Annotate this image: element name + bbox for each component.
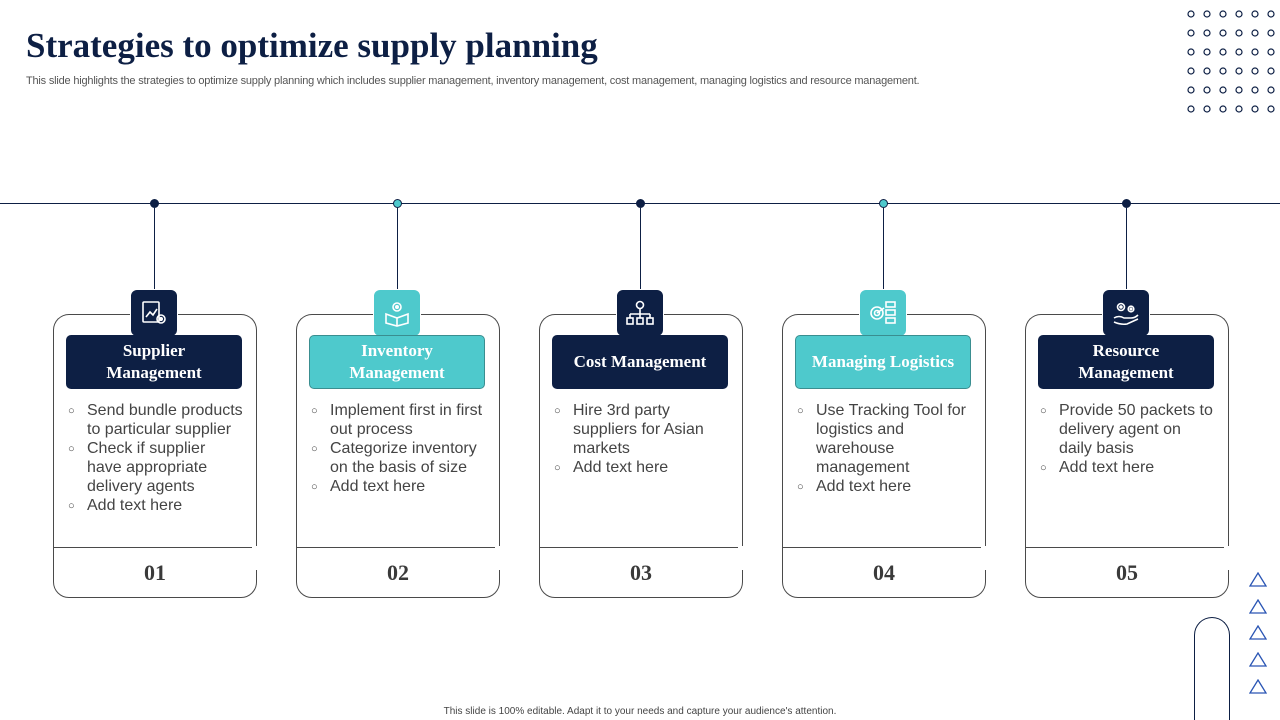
bullet-list: ○Use Tracking Tool for logistics and war… <box>796 401 972 496</box>
inventory-box-gear-icon <box>373 289 421 337</box>
card-number: 03 <box>630 560 652 585</box>
bullet-item: ○Add text here <box>1040 459 1155 476</box>
slide-subtitle: This slide highlights the strategies to … <box>26 75 920 87</box>
circle-bullet-icon: ○ <box>1040 405 1047 417</box>
card-heading: Cost Management <box>552 335 728 389</box>
bullet-item: ○Add text here <box>554 459 669 476</box>
card-heading: Supplier Management <box>66 335 242 389</box>
bullet-list: ○Send bundle products to particular supp… <box>67 401 243 515</box>
timeline-node <box>150 199 159 208</box>
timeline-node <box>1122 199 1131 208</box>
triangle-column-decoration <box>1249 572 1269 702</box>
slide-title: Strategies to optimize supply planning <box>26 26 598 65</box>
card-footer: 04 <box>782 546 987 598</box>
strategy-card-4: 04 Managing Logistics ○Use Tracking Tool… <box>782 198 987 598</box>
strategy-card-2: 02 Inventory Management ○Implement first… <box>296 198 501 598</box>
card-number: 04 <box>873 560 895 585</box>
circle-bullet-icon: ○ <box>554 462 561 474</box>
card-footer: 03 <box>539 546 744 598</box>
bullet-item: ○Use Tracking Tool for logistics and war… <box>797 402 966 476</box>
slide-footer: This slide is 100% editable. Adapt it to… <box>443 706 837 717</box>
triangle-icon <box>1249 572 1267 587</box>
bullet-item: ○Send bundle products to particular supp… <box>68 402 243 438</box>
circle-bullet-icon: ○ <box>797 481 804 493</box>
org-chart-gear-icon <box>616 289 664 337</box>
card-number: 01 <box>144 560 166 585</box>
timeline-node <box>879 199 888 208</box>
supplier-report-icon <box>130 289 178 337</box>
card-footer: 01 <box>53 546 258 598</box>
timeline-node <box>636 199 645 208</box>
circle-bullet-icon: ○ <box>554 405 561 417</box>
bullet-list: ○Hire 3rd party suppliers for Asian mark… <box>553 401 729 477</box>
bullet-item: ○Add text here <box>797 478 912 495</box>
bullet-list: ○Provide 50 packets to delivery agent on… <box>1039 401 1215 477</box>
connector-stem <box>154 208 155 290</box>
circle-bullet-icon: ○ <box>797 405 804 417</box>
triangle-icon <box>1249 625 1267 640</box>
connector-stem <box>1126 208 1127 290</box>
card-number: 05 <box>1116 560 1138 585</box>
bullet-item: ○Implement first in first out process <box>311 402 483 438</box>
arch-decoration <box>1194 617 1230 720</box>
card-footer: 02 <box>296 546 501 598</box>
hand-gears-icon <box>1102 289 1150 337</box>
card-heading: Resource Management <box>1038 335 1214 389</box>
connector-stem <box>883 208 884 290</box>
bullet-item: ○Add text here <box>68 497 183 514</box>
bullet-item: ○Provide 50 packets to delivery agent on… <box>1040 402 1213 457</box>
bullet-item: ○Check if supplier have appropriate deli… <box>68 440 208 495</box>
connector-stem <box>640 208 641 290</box>
card-footer: 05 <box>1025 546 1230 598</box>
bullet-list: ○Implement first in first out process ○C… <box>310 401 486 496</box>
dot-grid-decoration <box>1187 10 1275 113</box>
circle-bullet-icon: ○ <box>68 405 75 417</box>
strategy-card-5: 05 Resource Management ○Provide 50 packe… <box>1025 198 1230 598</box>
bullet-item: ○Categorize inventory on the basis of si… <box>311 440 477 476</box>
strategy-card-3: 03 Cost Management ○Hire 3rd party suppl… <box>539 198 744 598</box>
circle-bullet-icon: ○ <box>311 481 318 493</box>
card-number: 02 <box>387 560 409 585</box>
triangle-icon <box>1249 679 1267 694</box>
connector-stem <box>397 208 398 290</box>
triangle-icon <box>1249 599 1267 614</box>
bullet-item: ○Hire 3rd party suppliers for Asian mark… <box>554 402 704 457</box>
circle-bullet-icon: ○ <box>311 443 318 455</box>
circle-bullet-icon: ○ <box>1040 462 1047 474</box>
bullet-item: ○Add text here <box>311 478 426 495</box>
timeline-node <box>393 199 402 208</box>
strategy-card-1: 01 Supplier Management ○Send bundle prod… <box>53 198 258 598</box>
card-heading: Managing Logistics <box>795 335 971 389</box>
triangle-icon <box>1249 652 1267 667</box>
card-heading: Inventory Management <box>309 335 485 389</box>
logistics-target-icon <box>859 289 907 337</box>
circle-bullet-icon: ○ <box>68 500 75 512</box>
circle-bullet-icon: ○ <box>311 405 318 417</box>
circle-bullet-icon: ○ <box>68 443 75 455</box>
